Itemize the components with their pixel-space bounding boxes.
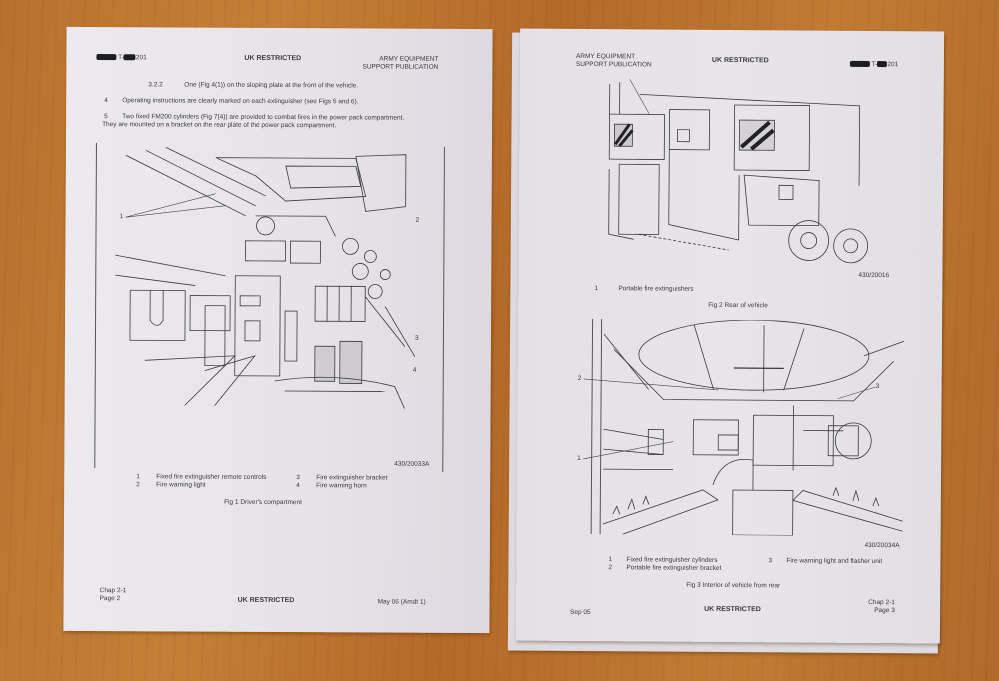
footer-classification: UK RESTRICTED bbox=[704, 605, 761, 614]
callout-3: 3 bbox=[414, 334, 419, 342]
drivers-compartment-drawing bbox=[115, 147, 416, 409]
publication-title: ARMY EQUIPMENT SUPPORT PUBLICATION bbox=[575, 52, 652, 69]
publication-title: ARMY EQUIPMENT SUPPORT PUBLICATION bbox=[362, 55, 439, 71]
vehicle-interior-drawing bbox=[602, 319, 905, 536]
document-page-right: ARMY EQUIPMENT SUPPORT PUBLICATION UK RE… bbox=[515, 28, 945, 644]
legend-num-4: 4 bbox=[296, 482, 300, 490]
legend-num-2: 2 bbox=[136, 481, 140, 489]
rear-of-vehicle-drawing bbox=[608, 79, 869, 264]
para-4-number: 4 bbox=[104, 97, 108, 105]
header-classification: UK RESTRICTED bbox=[711, 56, 769, 65]
fig3-legend-text-2: Portable fire extinguisher bracket bbox=[626, 564, 722, 572]
legend-text-4: Fire warning horn bbox=[316, 482, 367, 490]
figure-frame-left bbox=[94, 143, 97, 469]
fig3-legend-num-2: 2 bbox=[608, 564, 613, 572]
fig2-legend-text-1: Portable fire extinguishers bbox=[618, 285, 694, 293]
callout-2: 2 bbox=[415, 216, 420, 224]
document-page-left: T-201 UK RESTRICTED ARMY EQUIPMENT SUPPO… bbox=[63, 26, 493, 634]
fig3-callout-2: 2 bbox=[577, 374, 582, 382]
legend-text-2: Fire warning light bbox=[156, 481, 206, 489]
redaction-mark bbox=[123, 54, 136, 61]
fig2-drawing-reference: 430/20016 bbox=[858, 271, 890, 280]
para-4-text: Operating instructions are clearly marke… bbox=[122, 97, 359, 106]
figure-caption: Fig 1 Driver's compartment bbox=[224, 498, 302, 507]
fig3-caption: Fig 3 Interior of vehicle from rear bbox=[686, 581, 781, 590]
fig3-legend-text-3: Fire warning light and flasher unit bbox=[786, 557, 883, 566]
footer-date: Sep 05 bbox=[570, 608, 591, 617]
callout-4: 4 bbox=[412, 366, 417, 374]
fig3-legend-num-3: 3 bbox=[768, 557, 773, 565]
fig3-callout-leaders bbox=[583, 378, 719, 460]
para-5-text-line2: They are mounted on a bracket on the rea… bbox=[102, 121, 337, 130]
fig3-legend-num-1: 1 bbox=[608, 556, 613, 564]
para-3-2-2-number: 3.2.2 bbox=[148, 81, 163, 89]
callout-1-leader bbox=[125, 193, 226, 218]
para-3-2-2-text: One (Fig 4(1)) on the sloping plate at t… bbox=[184, 81, 359, 90]
legend-num-1: 1 bbox=[136, 473, 140, 481]
drawing-reference: 430/20033A bbox=[394, 460, 430, 468]
legend-num-3: 3 bbox=[296, 474, 300, 482]
fig3-callout-3-leader bbox=[837, 386, 876, 400]
footer-classification: UK RESTRICTED bbox=[237, 596, 295, 605]
fig3-callout-1: 1 bbox=[577, 454, 581, 462]
fig3-drawing-reference: 430/20034A bbox=[864, 541, 900, 550]
doc-reference: T-201 bbox=[849, 61, 898, 69]
redaction-mark bbox=[96, 54, 117, 61]
doc-reference: T-201 bbox=[96, 54, 147, 62]
footer-date: May 06 (Amdt 1) bbox=[377, 598, 426, 606]
fig2-caption: Fig 2 Rear of vehicle bbox=[708, 301, 768, 310]
fig2-legend-num-1: 1 bbox=[594, 285, 598, 293]
footer-chapter-page: Chap 2-1 Page 3 bbox=[868, 598, 895, 615]
footer-chapter-page: Chap 2-1 Page 2 bbox=[99, 587, 127, 603]
header-classification: UK RESTRICTED bbox=[244, 54, 302, 63]
para-5-number: 5 bbox=[104, 113, 108, 121]
redaction-mark bbox=[849, 61, 870, 68]
